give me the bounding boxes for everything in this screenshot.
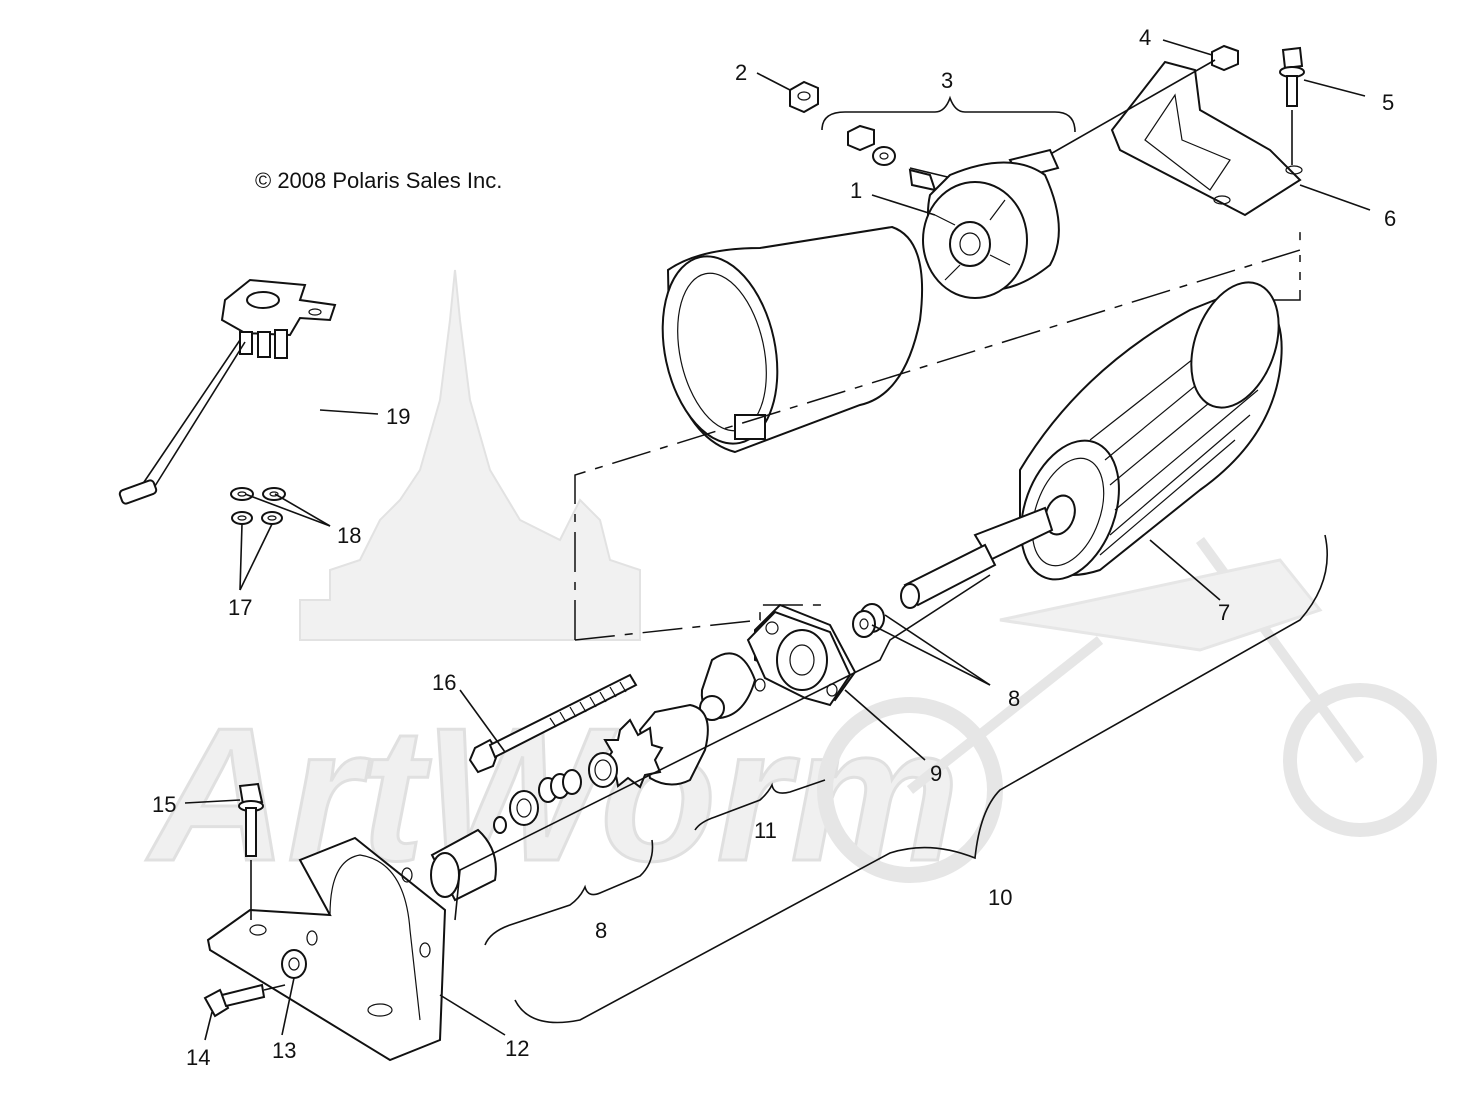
bushing (430, 828, 497, 902)
callout-14: 14 (186, 1045, 210, 1070)
bolt-5 (1279, 46, 1305, 165)
washer-13 (281, 949, 307, 979)
callout-16: 16 (432, 670, 456, 695)
callout-2: 2 (735, 60, 747, 85)
end-cap-1 (908, 59, 1216, 299)
callout-13: 13 (272, 1038, 296, 1063)
callout-8-lower: 8 (595, 918, 607, 943)
watermark-skyline (299, 269, 641, 641)
mounting-bracket-12 (206, 836, 447, 1062)
callout-6: 6 (1384, 206, 1396, 231)
drive-end-plate-9 (746, 603, 857, 707)
bracket-6 (1110, 60, 1303, 217)
through-bolt-16 (468, 673, 638, 774)
leader-lines (184, 39, 1371, 1041)
bolt-15 (238, 782, 264, 920)
copyright-notice: © 2008 Polaris Sales Inc. (255, 168, 503, 193)
brace-11 (694, 779, 826, 831)
armature-7 (900, 281, 1283, 609)
brace-8-lower (484, 839, 654, 946)
callout-11: 11 (754, 818, 777, 843)
callout-4: 4 (1139, 25, 1151, 50)
watermark-motorcycle (817, 537, 1437, 883)
callout-8-upper: 8 (1008, 686, 1020, 711)
callout-15: 15 (152, 792, 176, 817)
nut-washer-3 (847, 124, 896, 166)
bolt-14 (203, 983, 286, 1018)
callout-3: 3 (941, 68, 953, 93)
nut-2 (789, 80, 819, 114)
nut-4 (1211, 44, 1239, 72)
assembly-lines (574, 225, 1301, 641)
housing-guide (454, 574, 991, 921)
seal-cup (699, 652, 757, 721)
brace-3 (821, 95, 1076, 133)
callout-7: 7 (1218, 600, 1230, 625)
callout-5: 5 (1382, 90, 1394, 115)
callout-19: 19 (386, 404, 410, 429)
callout-17: 17 (228, 595, 252, 620)
brace-10 (514, 534, 1328, 1024)
callout-9: 9 (930, 761, 942, 786)
callout-10: 10 (988, 885, 1012, 910)
callout-1: 1 (850, 178, 862, 203)
solenoid (118, 278, 337, 505)
callout-numbers: 1 2 3 4 5 6 7 8 8 9 10 11 12 13 14 15 16… (152, 25, 1396, 1070)
callout-18: 18 (337, 523, 361, 548)
spring-and-collar (493, 752, 618, 834)
washers-8-upper (852, 603, 885, 638)
callout-12: 12 (505, 1036, 529, 1061)
washers-and-nuts-solenoid (230, 487, 286, 525)
motor-housing (661, 225, 924, 454)
